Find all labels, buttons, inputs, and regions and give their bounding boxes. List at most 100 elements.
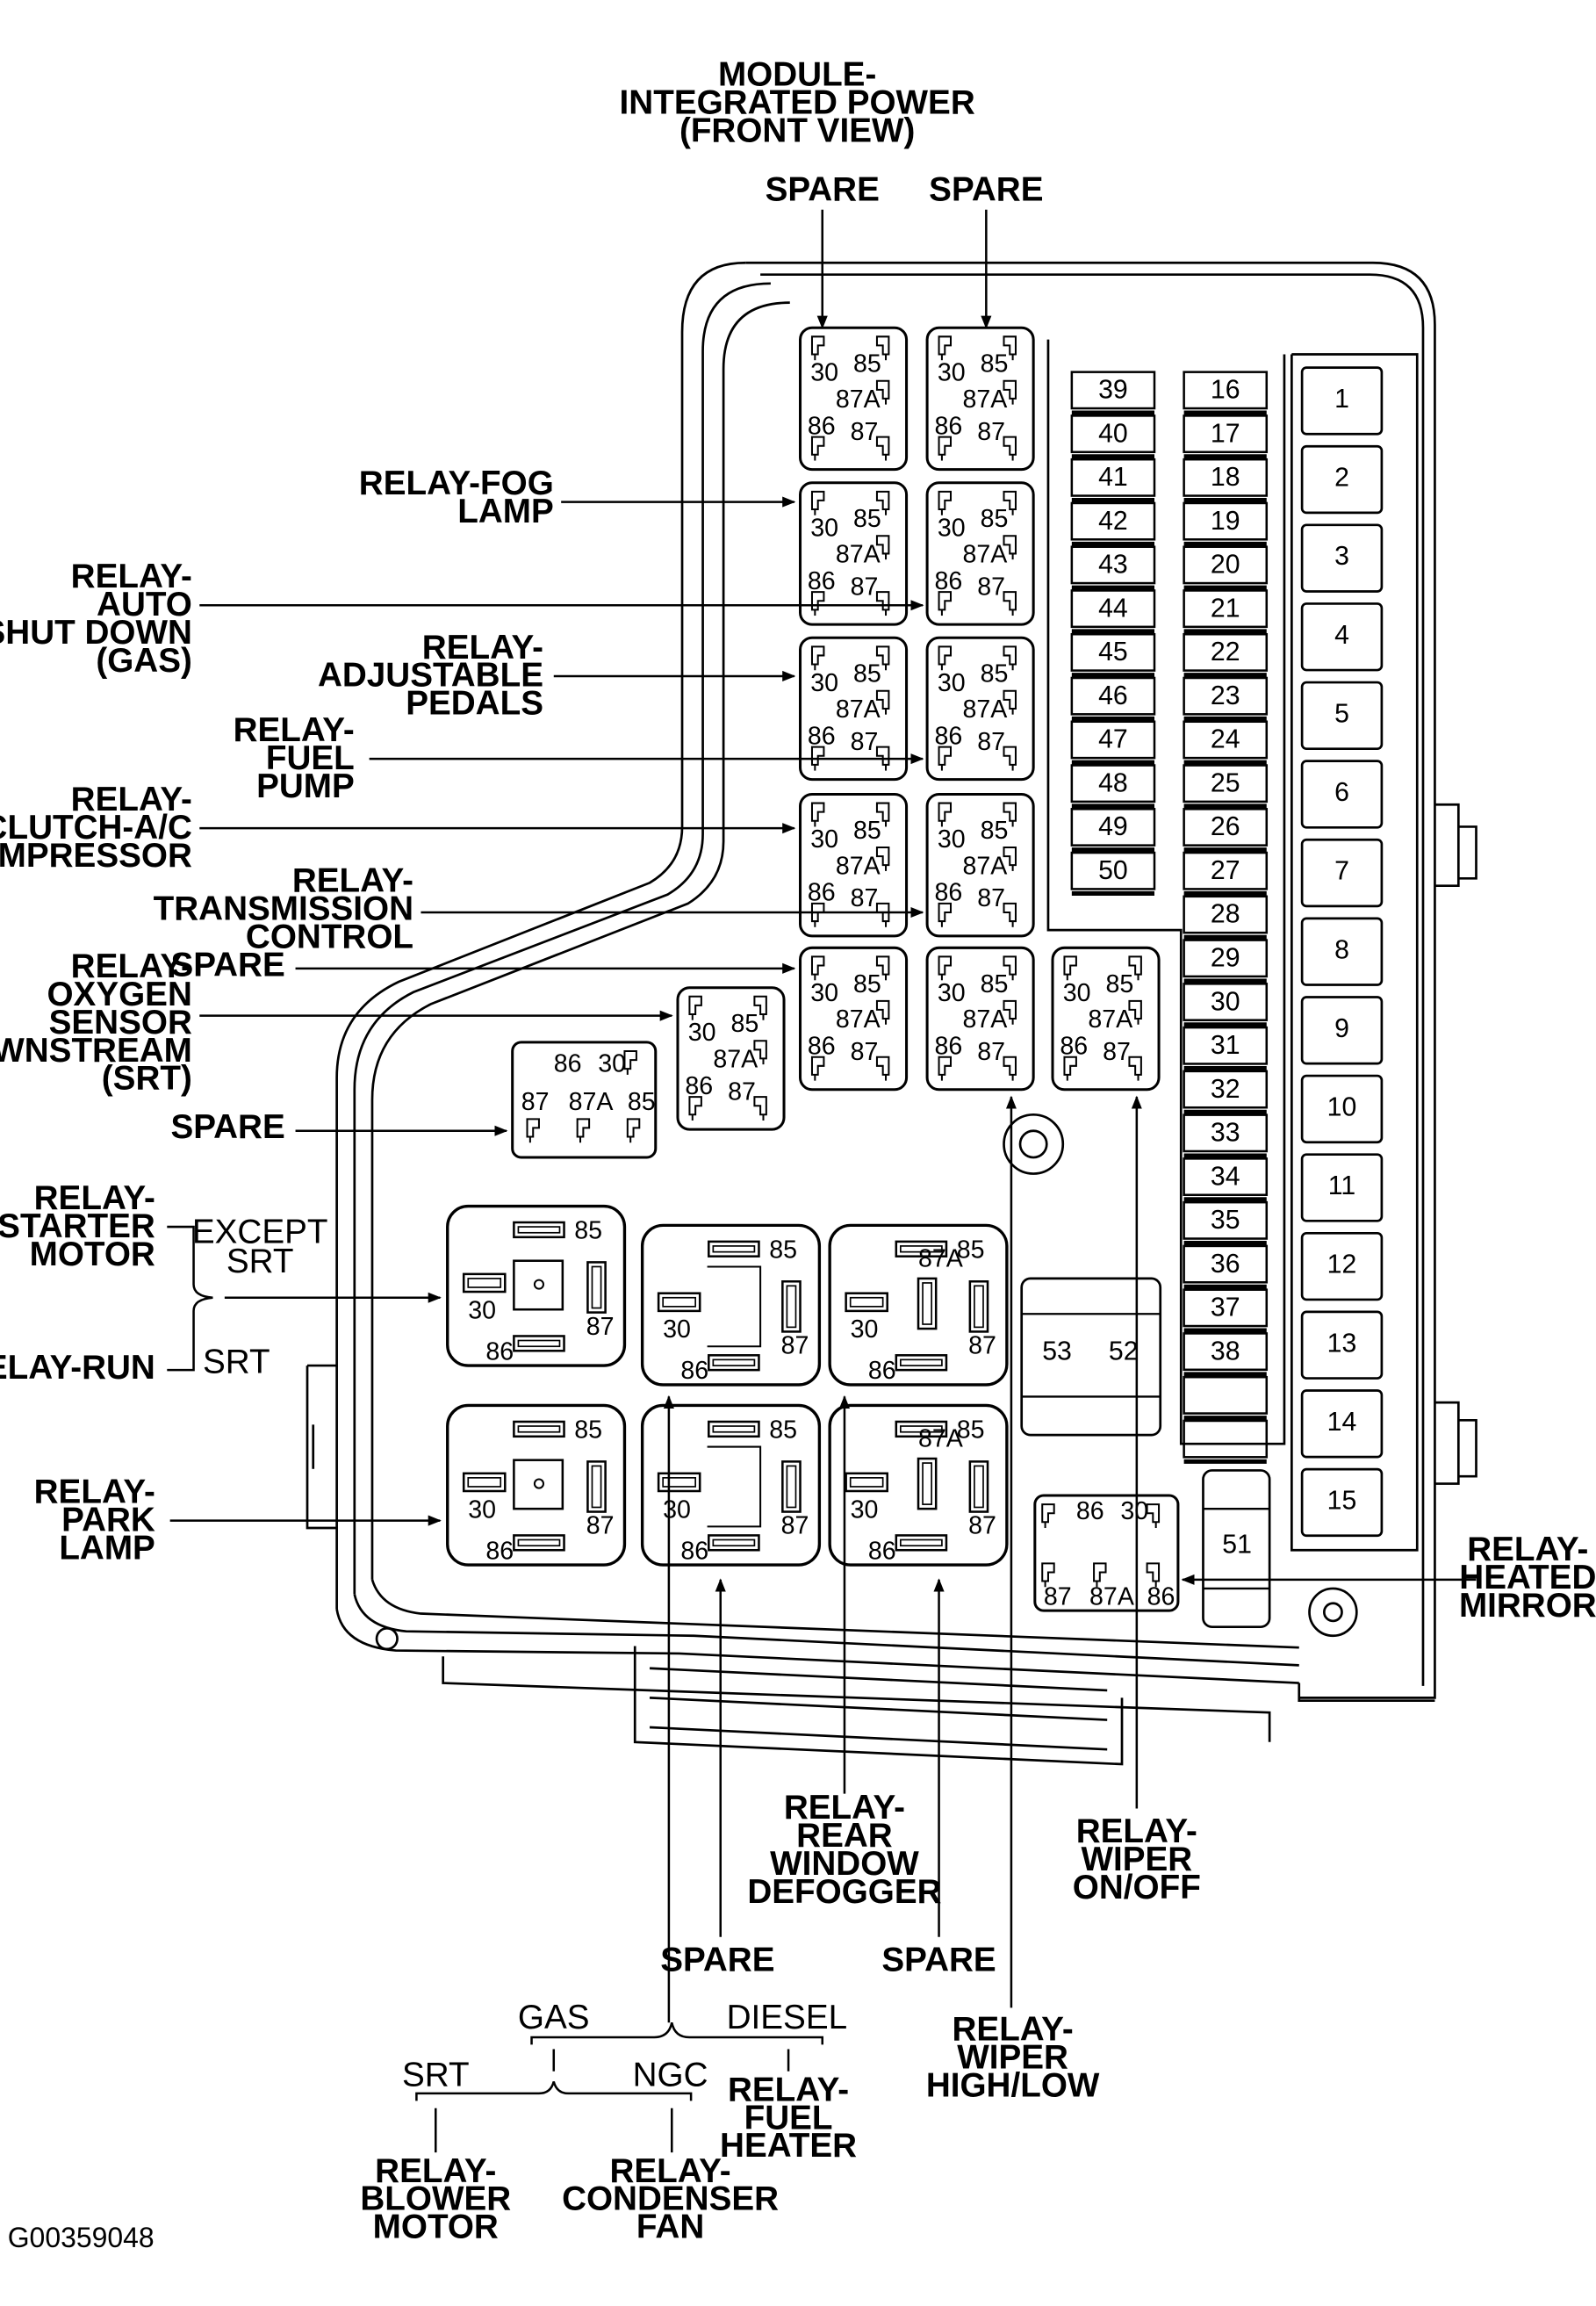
fuse-33[interactable]: 33 (1183, 1113, 1269, 1158)
fuse-37-label: 37 (1211, 1294, 1240, 1322)
fuse-7[interactable]: 7 (1300, 838, 1384, 908)
svg-text:(GAS): (GAS) (96, 642, 192, 680)
fuse-2[interactable]: 2 (1300, 444, 1384, 515)
fuse-25[interactable]: 25 (1183, 764, 1269, 809)
fuse-32[interactable]: 32 (1183, 1070, 1269, 1114)
fuse-37[interactable]: 37 (1183, 1288, 1269, 1333)
fuse-44-label: 44 (1098, 594, 1128, 623)
fuse-44[interactable]: 44 (1070, 589, 1156, 634)
svg-text:MIRROR: MIRROR (1459, 1587, 1596, 1625)
fuse-11[interactable]: 11 (1300, 1153, 1384, 1222)
cartridge-fuse-51[interactable]: 51 (1202, 1469, 1271, 1629)
fuse-30-label: 30 (1211, 987, 1240, 1016)
fuse-18[interactable]: 18 (1183, 458, 1269, 503)
fuse-50[interactable]: 50 (1070, 851, 1156, 896)
fuse-22[interactable]: 22 (1183, 632, 1269, 678)
relay-rear-window-defogger-pin-87: 87 (968, 1332, 996, 1360)
fuse-19[interactable]: 19 (1183, 501, 1269, 546)
svg-text:MODULE-: MODULE- (718, 56, 876, 94)
fuse-49[interactable]: 49 (1070, 808, 1156, 853)
fuse-36[interactable]: 36 (1183, 1244, 1269, 1289)
label-relay-auto-shutdown: RELAY- AUTO SHUT DOWN (GAS) (0, 558, 192, 680)
fuse-1[interactable]: 1 (1300, 366, 1384, 436)
fuse-38[interactable]: 38 (1183, 1332, 1269, 1377)
fuse-45[interactable]: 45 (1070, 632, 1156, 678)
svg-text:WIPER: WIPER (957, 2038, 1068, 2076)
relay-fog-lamp-pin-87: 87 (851, 573, 879, 602)
fuse-9[interactable]: 9 (1300, 996, 1384, 1065)
fuse-26[interactable]: 26 (1183, 808, 1269, 853)
fuse-16[interactable]: 16 (1183, 371, 1269, 415)
fuse-27[interactable]: 27 (1183, 851, 1269, 896)
fuse-48-label: 48 (1098, 768, 1128, 797)
svg-text:COMPRESSOR: COMPRESSOR (0, 837, 192, 875)
fuse-34[interactable]: 34 (1183, 1157, 1269, 1202)
cartridge-fuse-53-52[interactable]: 53 52 (1020, 1277, 1162, 1437)
fuse-1-label: 1 (1334, 385, 1349, 414)
relay-wiper-on-off-pin-87: 87 (1103, 1038, 1131, 1066)
fuse-21-label: 21 (1211, 594, 1240, 623)
fuse-28-label: 28 (1211, 900, 1240, 929)
fuse-4[interactable]: 4 (1300, 602, 1384, 672)
fuse-40[interactable]: 40 (1070, 414, 1156, 459)
fuse-51-label: 51 (1222, 1531, 1252, 1560)
fuse-23[interactable]: 23 (1183, 676, 1269, 721)
relay-fuel-pump-pin-86: 86 (935, 722, 963, 750)
fuse-40-label: 40 (1098, 419, 1128, 448)
figure-id: G00359048 (8, 2222, 155, 2253)
fuse-35[interactable]: 35 (1183, 1200, 1269, 1246)
fuse-31[interactable]: 31 (1183, 1026, 1269, 1071)
fuse-12[interactable]: 12 (1300, 1231, 1384, 1301)
fuse-24[interactable]: 24 (1183, 720, 1269, 765)
fuse-5[interactable]: 5 (1300, 681, 1384, 751)
fuse-46[interactable]: 46 (1070, 676, 1156, 721)
fuse-6[interactable]: 6 (1300, 760, 1384, 829)
label-relay-oxygen-sensor: RELAY- OXYGEN SENSOR DOWNSTREAM (SRT) (0, 948, 192, 1098)
relay-fuel-pump-pin-87a: 87A (962, 695, 1007, 724)
fuse-8[interactable]: 8 (1300, 917, 1384, 986)
fuse-41[interactable]: 41 (1070, 458, 1156, 503)
fuse-47[interactable]: 47 (1070, 720, 1156, 765)
fuse-39[interactable]: 39 (1070, 371, 1156, 415)
fuse-10[interactable]: 10 (1300, 1074, 1384, 1144)
svg-text:LAMP: LAMP (457, 493, 554, 530)
fuse-13[interactable]: 13 (1300, 1310, 1384, 1380)
fuse-28[interactable]: 28 (1183, 895, 1269, 940)
fuse-3[interactable]: 3 (1300, 523, 1384, 593)
fuse-20[interactable]: 20 (1183, 545, 1269, 590)
fuse-17[interactable]: 17 (1183, 414, 1269, 459)
fuse-15[interactable]: 15 (1300, 1467, 1384, 1538)
fuse-14[interactable]: 14 (1300, 1389, 1384, 1459)
fuse-21[interactable]: 21 (1183, 589, 1269, 634)
relay-heated-mirror-pin-86: 86 (1076, 1497, 1104, 1525)
svg-text:EXCEPT: EXCEPT (192, 1214, 328, 1251)
fuse-42[interactable]: 42 (1070, 501, 1156, 546)
fuse-30[interactable]: 30 (1183, 983, 1269, 1027)
fuse-48[interactable]: 48 (1070, 764, 1156, 809)
relay-auto-shutdown-pin-87: 87 (977, 573, 1005, 602)
fuse-27-label: 27 (1211, 856, 1240, 885)
fuse-43[interactable]: 43 (1070, 545, 1156, 590)
relay-wiper-high-low-pin-85: 85 (981, 970, 1009, 998)
fuse-29[interactable]: 29 (1183, 939, 1269, 984)
